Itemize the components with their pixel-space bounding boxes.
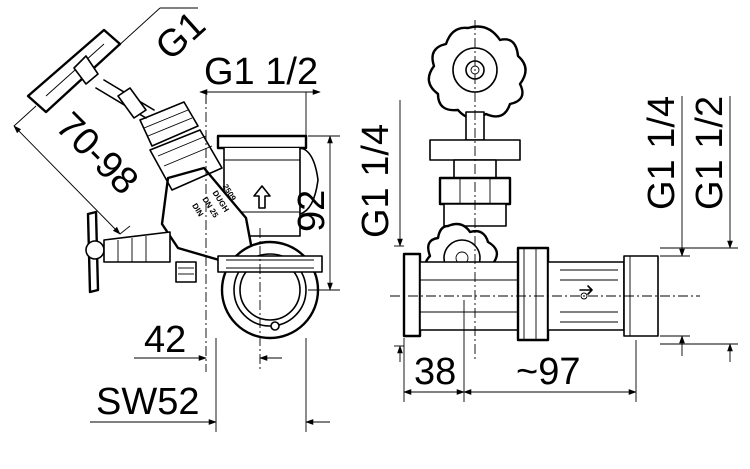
dim-42: 42 [144, 319, 186, 361]
dim-38: 38 [414, 351, 456, 393]
dim-g1-half-right: G1 1/2 [689, 96, 731, 210]
dim-g1-quarter-right: G1 1/4 [641, 96, 683, 210]
handwheel-angled [26, 28, 155, 119]
dim-97: ~97 [516, 351, 580, 393]
handwheel-top [427, 25, 527, 120]
valve-body: 2509 DUGH DN 25 DIN [139, 101, 254, 264]
dim-92: 92 [291, 190, 333, 232]
dim-sw52: SW52 [96, 381, 199, 423]
dim-g1-quarter-left: G1 1/4 [355, 124, 397, 238]
union-nut [217, 240, 323, 340]
left-valve-view: 2509 DUGH DN 25 DIN [26, 28, 323, 372]
dim-g1-half-top: G1 1/2 [204, 51, 318, 93]
right-dimensions: G1 1/4 G1 1/4 G1 1/2 38 ~97 [355, 96, 738, 402]
right-valve-view [390, 20, 700, 362]
drain-valve [85, 210, 197, 294]
dim-70-98: 70-98 [48, 105, 146, 203]
main-body [402, 246, 659, 342]
